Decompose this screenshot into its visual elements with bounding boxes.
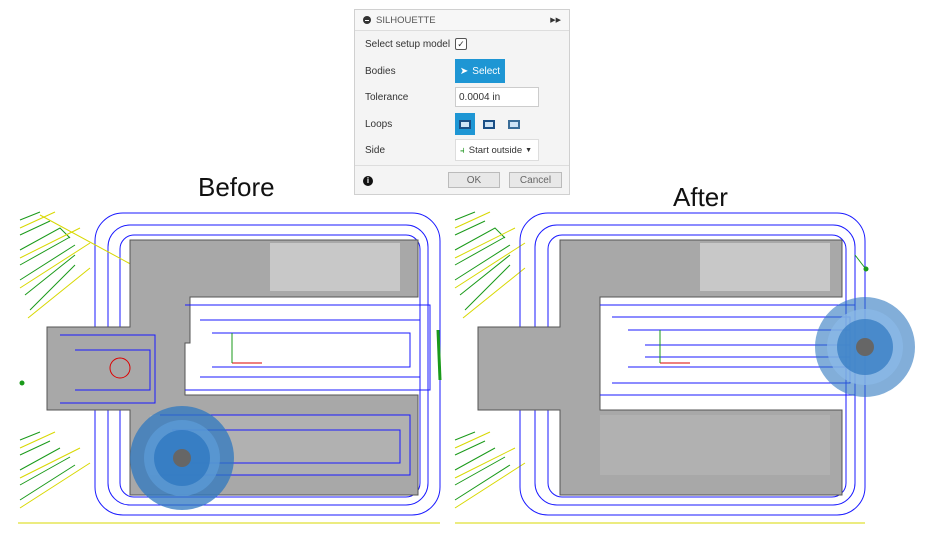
side-row: Side ⫞Start outside▼	[365, 139, 539, 161]
select-bodies-button[interactable]: ➤Select	[455, 59, 505, 83]
loops-option-2[interactable]	[481, 117, 497, 131]
tolerance-row: Tolerance 0.0004 in	[365, 87, 539, 107]
select-setup-model-checkbox[interactable]: ✓	[455, 38, 467, 50]
start-outside-icon: ⫞	[460, 144, 465, 156]
double-chevron-right-icon[interactable]: ▶▶	[550, 17, 561, 24]
loops-row: Loops	[365, 113, 531, 135]
dialog-header: SILHOUETTE ▶▶	[355, 10, 569, 31]
before-caption: Before	[198, 172, 275, 202]
loops-label: Loops	[365, 118, 393, 130]
cursor-icon: ➤	[459, 65, 469, 77]
bodies-label: Bodies	[365, 65, 396, 77]
select-button-label: Select	[472, 65, 501, 77]
bodies-row: Bodies ➤Select	[365, 59, 505, 83]
cancel-button[interactable]: Cancel	[509, 172, 562, 188]
toolpath-views	[18, 211, 915, 524]
side-value: Start outside	[468, 144, 523, 156]
info-icon[interactable]: i	[363, 176, 373, 186]
tolerance-input[interactable]: 0.0004 in	[455, 87, 539, 107]
before-view	[18, 211, 442, 524]
select-setup-model-row: Select setup model ✓	[365, 38, 467, 50]
chevron-down-icon: ▼	[525, 146, 533, 154]
silhouette-dialog: SILHOUETTE ▶▶ Select setup model ✓ Bodie…	[354, 9, 570, 195]
side-label: Side	[365, 144, 386, 156]
collapse-icon[interactable]	[363, 16, 371, 24]
dialog-title: SILHOUETTE	[376, 14, 436, 26]
loops-option-3[interactable]	[506, 117, 522, 131]
select-setup-model-label: Select setup model	[365, 38, 451, 50]
side-dropdown[interactable]: ⫞Start outside▼	[455, 139, 539, 161]
after-view	[454, 211, 915, 524]
dialog-footer: i OK Cancel	[355, 165, 569, 196]
loops-option-1[interactable]	[455, 113, 475, 135]
after-caption: After	[673, 182, 728, 212]
ok-button[interactable]: OK	[448, 172, 500, 188]
tolerance-label: Tolerance	[365, 91, 409, 103]
